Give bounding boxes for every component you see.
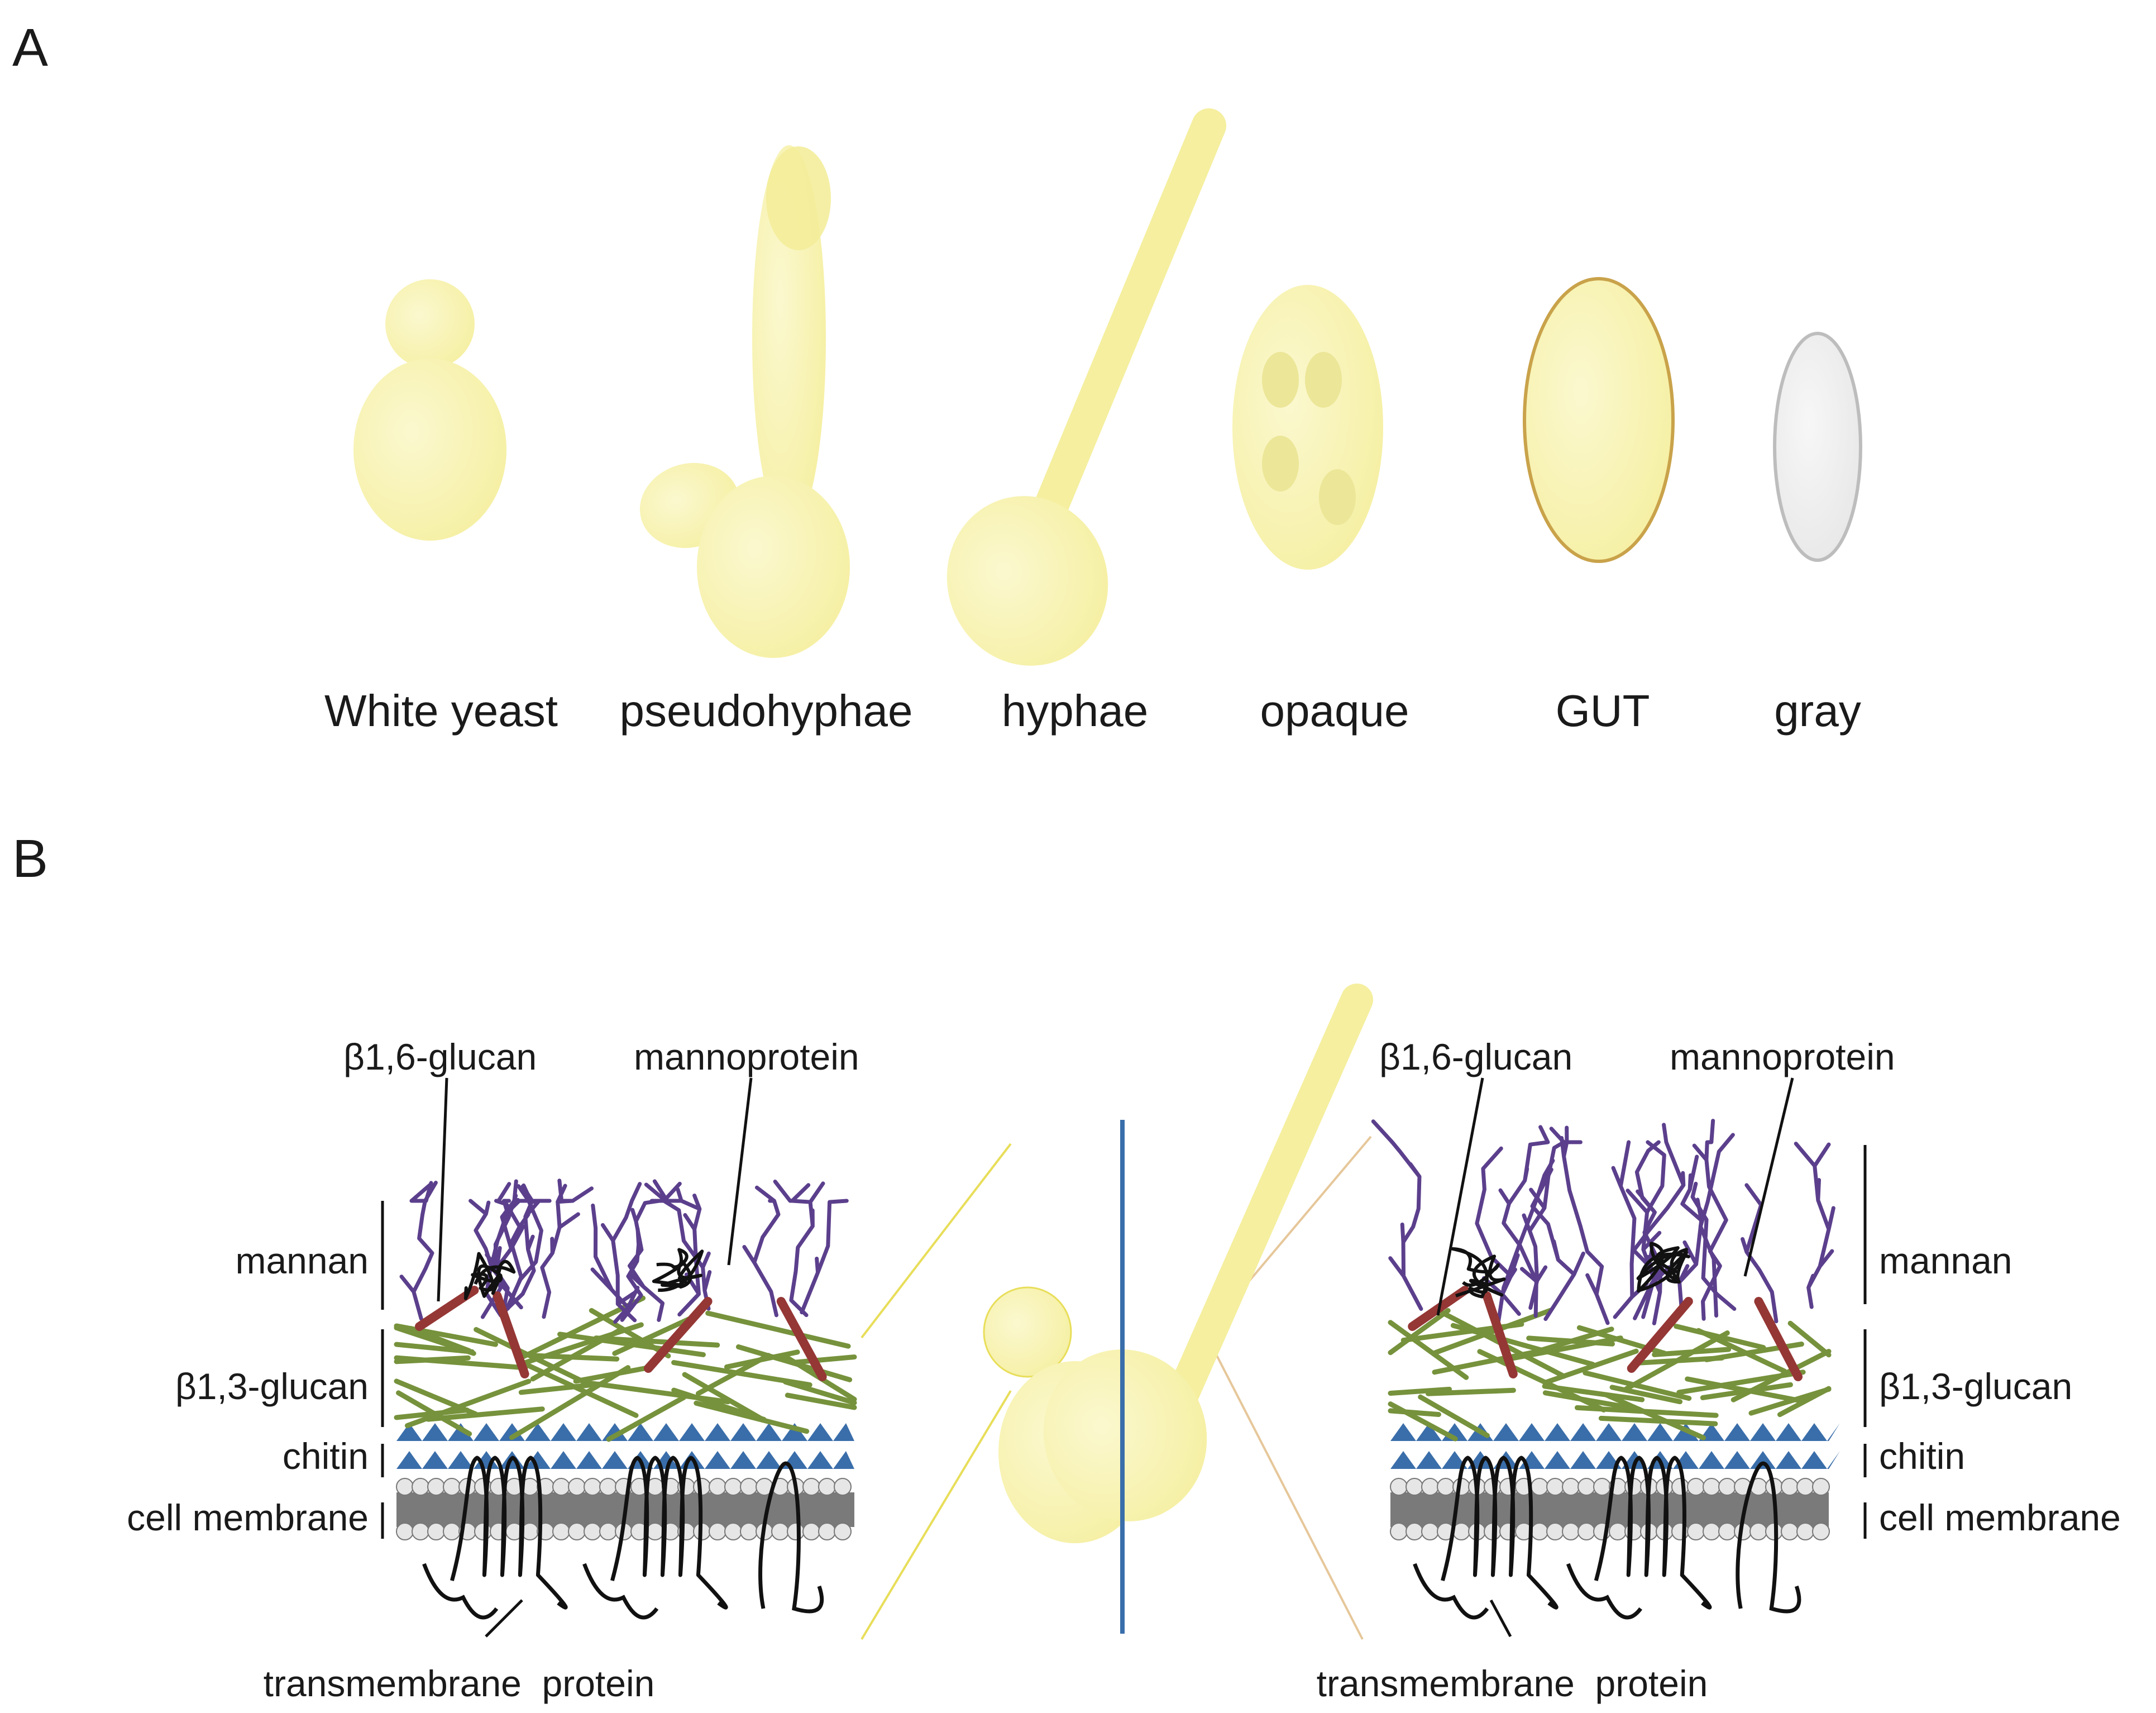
left-layer-mannan: mannan — [235, 1240, 369, 1281]
opaque-cell — [1232, 285, 1383, 570]
left-label-glucan16: β1,6-glucan — [343, 1036, 537, 1077]
right-label-transmembrane: transmembrane protein — [1317, 1663, 1708, 1704]
glucan13-layer — [1388, 1308, 1832, 1442]
chitin-layer — [1390, 1423, 1840, 1469]
panel-b-letter: B — [12, 829, 48, 889]
glucan13-layer — [394, 1295, 857, 1442]
mannan-layer — [1371, 1119, 1835, 1325]
left-label-mannoprotein: mannoprotein — [634, 1036, 859, 1077]
left-layer-chitin: chitin — [283, 1435, 369, 1477]
label-opaque: opaque — [1260, 686, 1409, 736]
mannoprotein-clusters — [1451, 1242, 1690, 1299]
gray-cell — [1773, 332, 1862, 562]
right-layer-glucan13: β1,3-glucan — [1879, 1366, 2072, 1407]
right-layer-mannan: mannan — [1879, 1240, 2012, 1281]
cell-wall-white-labels: β1,6-glucan mannoprotein mannan β1,3-glu… — [127, 1036, 859, 1704]
mannoprotein-clusters — [463, 1248, 704, 1300]
left-layer-glucan13: β1,3-glucan — [175, 1366, 369, 1407]
mannan-layer — [399, 1178, 849, 1324]
panel-a-letter: A — [12, 18, 48, 78]
label-white-yeast: White yeast — [324, 686, 558, 736]
left-layer-membrane: cell membrane — [127, 1497, 369, 1538]
left-label-transmembrane: transmembrane protein — [264, 1663, 655, 1704]
cell-wall-opaque-labels: β1,6-glucan mannoprotein mannan β1,3-glu… — [1317, 1036, 2121, 1704]
label-hyphae: hyphae — [1002, 686, 1148, 736]
transmembrane-proteins — [1413, 1456, 1801, 1620]
right-layer-chitin: chitin — [1879, 1435, 1965, 1477]
hyphae-cell — [946, 108, 1226, 666]
white-yeast-cell — [353, 279, 506, 541]
pseudohyphae-cell — [639, 145, 850, 658]
cell-wall-white-drawing — [394, 1178, 857, 1620]
label-gray: gray — [1774, 686, 1861, 736]
label-gut: GUT — [1556, 686, 1650, 736]
center-cell — [861, 984, 1373, 1640]
right-label-mannoprotein: mannoprotein — [1670, 1036, 1895, 1077]
label-pseudohyphae: pseudohyphae — [620, 686, 913, 736]
cell-wall-opaque-drawing — [1371, 1119, 1840, 1620]
right-layer-membrane: cell membrane — [1879, 1497, 2121, 1538]
gut-cell — [1523, 277, 1675, 563]
right-label-glucan16: β1,6-glucan — [1379, 1036, 1572, 1077]
transmembrane-proteins — [422, 1456, 824, 1620]
